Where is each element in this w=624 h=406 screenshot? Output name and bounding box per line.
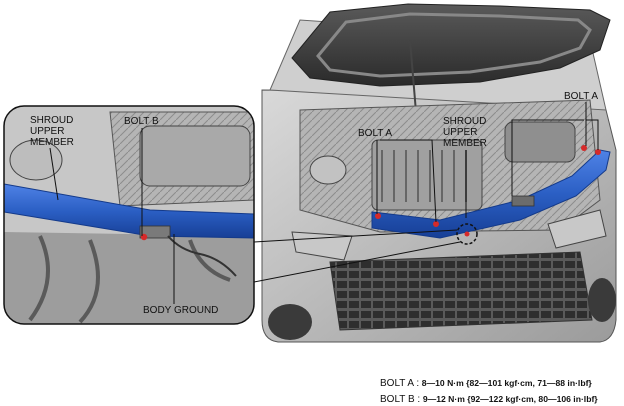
label-line: UPPER (30, 126, 65, 137)
reservoir (309, 155, 347, 185)
label-bolt-b: BOLT B (124, 116, 159, 127)
torque-spec-key: BOLT A : (380, 378, 420, 389)
detail-inset (3, 105, 255, 325)
inset-hoses (28, 235, 231, 324)
torque-spec-bolt-a: BOLT A : 8—10 N·m {82—101 kgf·cm, 71—88 … (380, 377, 592, 390)
torque-spec-bolt-b: BOLT B : 9—12 N·m {92—122 kgf·cm, 80—106… (380, 393, 598, 406)
bolt-b-marker-main (464, 231, 470, 237)
label-line: SHROUD (30, 115, 74, 126)
leader-lines-inset (49, 128, 175, 304)
bolt-a-marker-4 (595, 149, 601, 155)
front-grille (329, 251, 593, 331)
shroud-upper-member-inset (4, 183, 254, 239)
inset-cap (9, 139, 63, 181)
inset-engine-cover (139, 125, 251, 187)
zoom-circle (456, 223, 478, 245)
bolt-a-marker-2 (433, 221, 439, 227)
label-bolt-a-right: BOLT A (564, 91, 599, 102)
ground-wire (167, 235, 237, 277)
hood-inner-frame (316, 12, 592, 78)
bolt-a-marker-3 (581, 145, 587, 151)
wheel-left (268, 304, 312, 340)
bolt-a-marker-1 (375, 213, 381, 219)
inset-frame (3, 105, 255, 325)
label-line: SHROUD (443, 116, 487, 127)
engine-ribs (381, 150, 467, 202)
member-bracket (511, 195, 535, 207)
label-line: MEMBER (443, 138, 487, 149)
label-body-ground: BODY GROUND (143, 305, 219, 316)
inset-ground-bracket (139, 225, 171, 239)
car-illustration (261, 3, 617, 343)
inset-lower-structure (4, 232, 254, 324)
shroud-upper-member-main (371, 149, 611, 239)
label-shroud-upper-member-main: SHROUD UPPER MEMBER (443, 116, 487, 149)
headlight-right (547, 209, 607, 249)
label-shroud-upper-member-inset: SHROUD UPPER MEMBER (30, 115, 74, 148)
torque-spec-key: BOLT B : (380, 394, 421, 405)
wheel-right (588, 278, 616, 322)
zoom-connector (253, 229, 461, 283)
torque-spec-value: 8—10 N·m {82—101 kgf·cm, 71—88 in·lbf} (421, 378, 592, 388)
label-line: MEMBER (30, 137, 74, 148)
torque-spec-value: 9—12 N·m {92—122 kgf·cm, 80—106 in·lbf} (422, 394, 598, 404)
air-intake (504, 121, 576, 163)
leader-lines-main (376, 102, 599, 223)
hood (291, 3, 611, 87)
label-bolt-a-left: BOLT A (358, 128, 393, 139)
label-line: UPPER (443, 127, 478, 138)
